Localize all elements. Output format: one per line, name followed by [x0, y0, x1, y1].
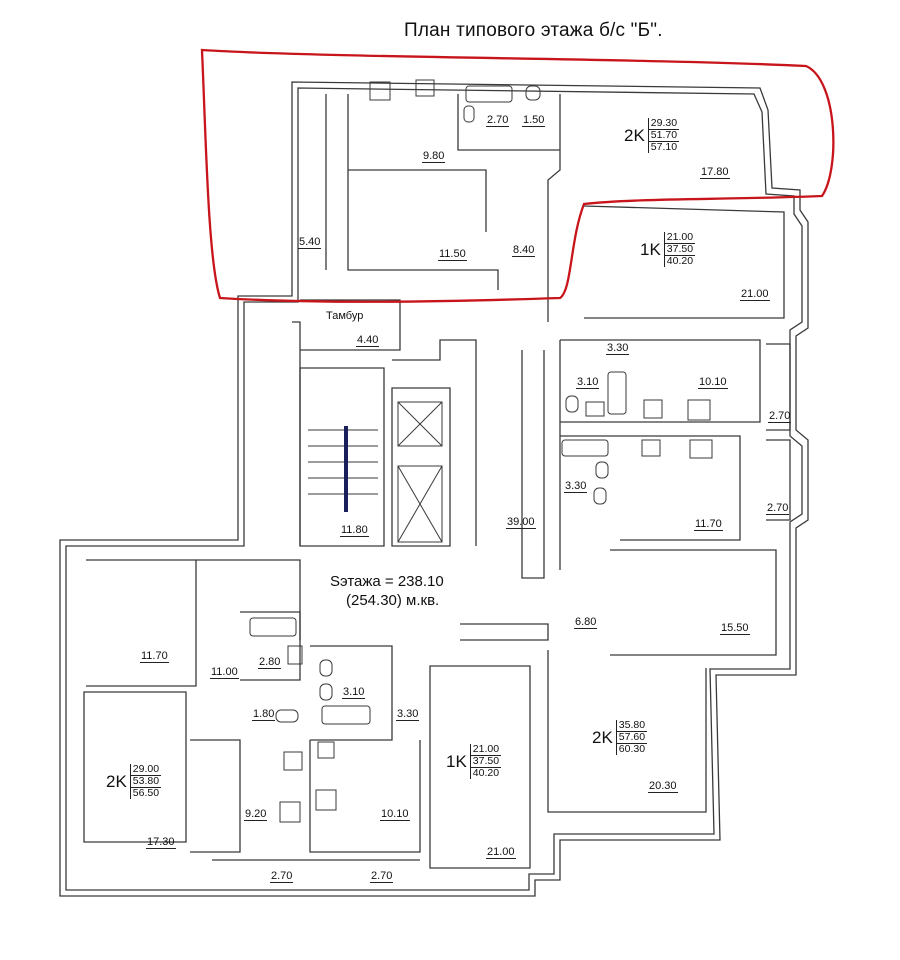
toilet-icon — [275, 709, 299, 723]
room-area: 21.00 — [740, 288, 770, 301]
wall-m — [86, 559, 197, 687]
bathtub-icon — [321, 705, 371, 725]
room-area: 8.40 — [512, 244, 536, 257]
sink-icon — [283, 751, 303, 771]
room-area: 2.70 — [270, 870, 294, 883]
room-area: 1.80 — [252, 708, 276, 721]
wall-c — [347, 94, 499, 290]
room-area: 3.30 — [396, 708, 420, 721]
wall-o — [196, 559, 301, 640]
room-area: 4.40 — [356, 334, 380, 347]
wall-e — [547, 94, 561, 298]
wall-t — [429, 665, 531, 869]
toilet-icon — [319, 683, 333, 701]
wall-u — [547, 650, 707, 813]
wall-y — [766, 439, 791, 521]
room-area: 15.50 — [720, 622, 750, 635]
sink-icon — [641, 439, 661, 457]
room-area: 2.70 — [766, 502, 790, 515]
bathtub-icon — [561, 439, 609, 457]
elevator-icon — [397, 401, 443, 447]
wall-top-block — [59, 81, 809, 897]
bathtub-icon — [465, 85, 513, 103]
toilet-icon — [525, 85, 541, 101]
total-area: Sэтажа = 238.10 (254.30) м.кв. — [330, 573, 444, 609]
room-area: 11.80 — [340, 524, 369, 537]
room-area: 3.30 — [564, 480, 588, 493]
toilet-icon — [565, 395, 579, 413]
room-area: 11.50 — [438, 248, 467, 261]
room-area: 11.70 — [140, 650, 169, 663]
wall-s — [190, 739, 241, 853]
room-area: 11.70 — [694, 518, 723, 531]
bathtub-icon — [607, 371, 627, 415]
room-area: 17.30 — [146, 836, 176, 849]
wall-x — [766, 343, 791, 431]
wall-shaft — [391, 387, 451, 547]
room-area: 11.00 — [210, 666, 239, 679]
wall-f — [583, 205, 785, 319]
stove-icon — [689, 439, 713, 459]
room-area: 10.10 — [380, 808, 410, 821]
toilet-icon — [463, 105, 475, 123]
sink-icon — [317, 741, 335, 759]
wall-top-inner — [65, 87, 803, 891]
room-area: 2.70 — [486, 114, 510, 127]
sink-icon — [287, 645, 303, 665]
toilet-icon — [593, 487, 607, 505]
toilet-icon — [595, 461, 609, 479]
room-area: 21.00 — [486, 846, 516, 859]
room-area: 9.20 — [244, 808, 268, 821]
bathtub-icon — [249, 617, 297, 637]
staircase — [308, 426, 378, 512]
wall-tambur — [300, 299, 401, 351]
room-area: 9.80 — [422, 150, 446, 163]
wall-d — [457, 94, 560, 151]
plan-title: План типового этажа б/с "Б". — [404, 20, 663, 41]
wall-h — [560, 339, 761, 423]
room-area: 17.80 — [700, 166, 730, 179]
room-area: 3.30 — [606, 342, 630, 355]
stove-icon — [687, 399, 711, 421]
room-area: 5.40 — [298, 236, 322, 249]
wall-stair2 — [292, 321, 301, 546]
wall-b — [348, 169, 487, 232]
sink-icon — [643, 399, 663, 419]
wall-i — [560, 435, 741, 541]
stove-icon — [279, 801, 301, 823]
wall-shaft2 — [392, 339, 477, 546]
toilet-icon — [319, 659, 333, 677]
stove-icon — [315, 789, 337, 811]
room-area: 10.10 — [698, 376, 728, 389]
stove-icon — [369, 81, 391, 101]
room-area: 2.80 — [258, 656, 282, 669]
wall-stair — [299, 367, 385, 547]
elevator-icon — [397, 465, 443, 543]
room-area: 1.50 — [522, 114, 546, 127]
room-area: 6.80 — [574, 616, 598, 629]
wall-l — [521, 350, 545, 579]
room-area: 2.70 — [768, 410, 792, 423]
wall-r — [309, 740, 421, 853]
room-area: 3.10 — [342, 686, 366, 699]
room-area: 2.70 — [370, 870, 394, 883]
wall-n — [83, 691, 187, 843]
sink-icon — [415, 79, 435, 97]
highlight-outline — [200, 48, 835, 303]
wall-q — [310, 645, 393, 741]
sink-icon — [585, 401, 605, 417]
wall-j — [610, 549, 777, 656]
room-area: 39.00 — [506, 516, 536, 529]
wall-v — [460, 623, 549, 641]
room-area: 3.10 — [576, 376, 600, 389]
tambur-label: Тамбур — [326, 310, 364, 322]
room-area: 20.30 — [648, 780, 678, 793]
